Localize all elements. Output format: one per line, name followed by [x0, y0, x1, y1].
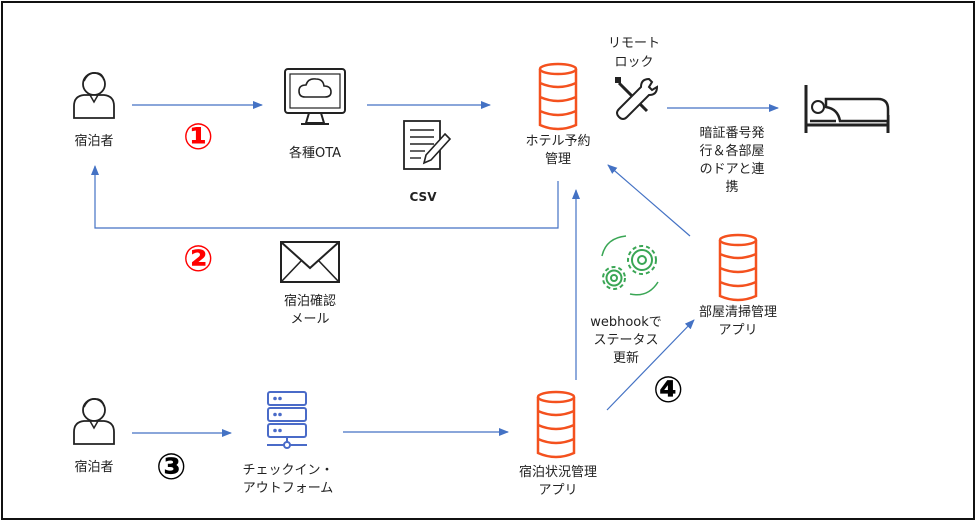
monitor-cloud-icon — [284, 68, 346, 125]
document-icon — [403, 120, 452, 170]
arrow-cleaning-to-hotel — [607, 164, 691, 237]
label-checkin-form: チェックイン・ アウトフォーム — [242, 463, 334, 496]
database-icon — [718, 233, 758, 304]
label-guest-top: 宿泊者 — [74, 134, 114, 149]
step-number-2: ② — [183, 239, 214, 280]
label-stay-status-app: 宿泊状況管理 アプリ — [518, 465, 597, 498]
database-icon — [536, 390, 576, 461]
label-webhook: webhookで ステータス 更新 — [590, 315, 662, 366]
step-number-4: ④ — [653, 370, 684, 411]
person-icon — [73, 397, 115, 445]
label-cleaning-app: 部屋清掃管理 アプリ — [698, 305, 777, 338]
step-number-1: ① — [183, 117, 214, 158]
arrow-status-to-cleaning — [606, 319, 695, 411]
label-confirm-mail: 宿泊確認 メール — [283, 294, 336, 327]
label-remote-lock: リモート ロック — [607, 36, 660, 70]
label-pin-issue: 暗証番号発 行＆各部屋 のドアと連 携 — [699, 126, 765, 195]
label-csv: CSV — [409, 190, 437, 204]
label-hotel-booking: ホテル予約 管理 — [525, 134, 591, 167]
arrow-hotel-to-guest-mail — [91, 165, 559, 229]
label-ota: 各種OTA — [288, 146, 342, 161]
bed-icon — [804, 85, 890, 133]
gears-icon — [601, 235, 659, 296]
database-icon — [538, 62, 578, 133]
label-guest-bottom: 宿泊者 — [74, 460, 114, 475]
person-icon — [73, 72, 115, 119]
envelope-icon — [280, 241, 340, 283]
step-number-3: ③ — [156, 447, 187, 488]
tools-icon — [615, 77, 659, 120]
server-icon — [267, 391, 307, 449]
